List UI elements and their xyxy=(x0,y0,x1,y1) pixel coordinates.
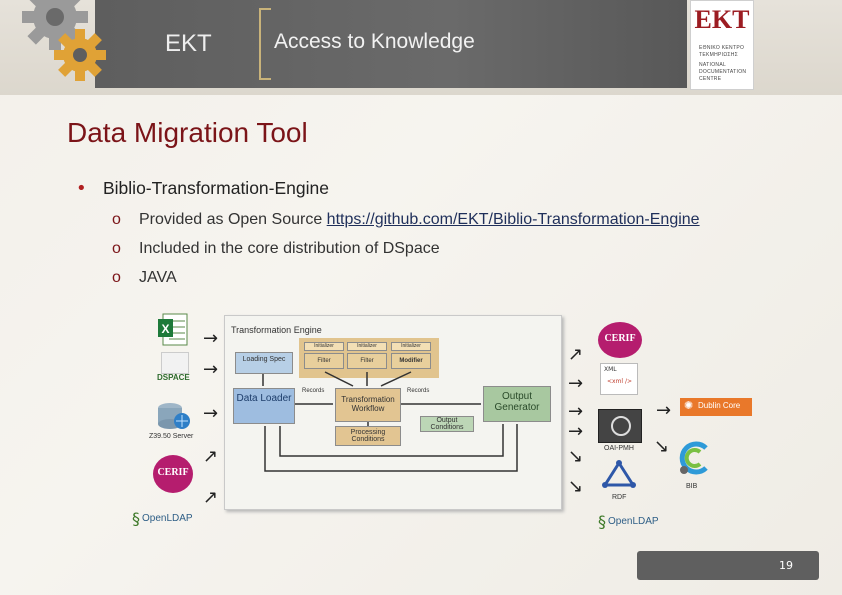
sub-bullet: o Provided as Open Source https://github.… xyxy=(112,211,700,229)
cerif-logo: CERIF xyxy=(153,455,193,493)
filter-box: Filter xyxy=(347,353,387,369)
arrow-icon: ↗ xyxy=(203,446,219,467)
openldap-logo: § OpenLDAP xyxy=(132,509,198,529)
sub-bullet-marker: o xyxy=(112,269,121,286)
logo-line: ΕΘΝΙΚΟ ΚΕΝΤΡΟ xyxy=(699,45,745,51)
sub-bullet: o JAVA xyxy=(112,269,177,287)
github-link[interactable]: https://github.com/EKT/Biblio-Transforma… xyxy=(326,211,700,228)
dspace-logo: DSPACE xyxy=(155,350,195,386)
rdf-icon xyxy=(602,460,636,488)
filter-box: Filter xyxy=(304,353,344,369)
records-label: Records xyxy=(407,388,430,394)
org-name: EKT xyxy=(165,30,212,57)
rdf-label: RDF xyxy=(612,494,627,501)
dublin-core-logo: ✺ Dublin Core xyxy=(680,398,752,416)
excel-icon: X xyxy=(158,313,188,346)
page-number: 19 xyxy=(779,559,793,572)
cerif-label: CERIF xyxy=(157,467,189,478)
openldap-icon: § xyxy=(132,509,140,528)
initializer-box: Initializer xyxy=(304,342,344,351)
logo-letters: EKT xyxy=(694,5,750,34)
arrow-icon: → xyxy=(568,373,584,394)
arrow-icon: ↗ xyxy=(568,344,584,365)
arrow-icon: → xyxy=(203,359,219,380)
processing-conditions-box: Processing Conditions xyxy=(335,426,401,446)
logo-line: DOCUMENTATION xyxy=(699,69,747,75)
bullet-text: Biblio-Transformation-Engine xyxy=(103,178,329,198)
page-number-bar: 19 xyxy=(637,551,819,580)
ekt-logo: EKT ΕΘΝΙΚΟ ΚΕΝΤΡΟ ΤΕΚΜΗΡΙΩΣΗΣ NATIONAL D… xyxy=(690,0,754,90)
diagram-connectors xyxy=(262,371,518,472)
header-bracket xyxy=(259,8,271,80)
arrow-icon: ↘ xyxy=(568,446,584,467)
records-label: Records xyxy=(302,388,325,394)
dublin-core-label: Dublin Core xyxy=(698,401,741,410)
dspace-logo-graphic xyxy=(161,352,189,374)
oai-pmh-label: OAI-PMH xyxy=(604,445,634,452)
cerif-label: CERIF xyxy=(604,333,636,344)
xml-tag: <xml /> xyxy=(607,378,633,385)
sub-bullet-text: Provided as Open Source xyxy=(139,211,327,228)
diagram-title: Transformation Engine xyxy=(231,325,322,335)
sub-bullet-marker: o xyxy=(112,211,121,228)
sub-bullet-text: JAVA xyxy=(139,269,177,286)
xml-file-icon: XML <xml /> xyxy=(600,363,638,395)
dublin-core-icon: ✺ xyxy=(684,399,694,412)
arrow-icon: ↘ xyxy=(568,476,584,497)
transformation-engine-diagram: Transformation Engine Initializer Initia… xyxy=(224,315,562,510)
bibtex-icon xyxy=(679,441,708,475)
openldap-logo: § OpenLDAP xyxy=(598,512,664,532)
gear-icon xyxy=(22,0,88,50)
bullet-marker: • xyxy=(76,178,87,199)
bibtex-label: BIB xyxy=(686,483,698,490)
openldap-label: OpenLDAP xyxy=(608,516,659,527)
oai-pmh-icon xyxy=(598,409,642,443)
cerif-logo: CERIF xyxy=(598,322,642,358)
svg-text:X: X xyxy=(161,322,169,336)
initializer-box: Initializer xyxy=(347,342,387,351)
output-conditions-box: Output Conditions xyxy=(420,416,474,432)
oai-pmh-graphic xyxy=(611,416,631,436)
arrow-icon: → xyxy=(568,421,584,442)
z3950-label: Z39.50 Server xyxy=(149,433,194,440)
sub-bullet-text: Included in the core distribution of DSp… xyxy=(139,240,440,257)
initializer-box: Initializer xyxy=(391,342,431,351)
logo-line: CENTRE xyxy=(699,76,722,82)
arrow-icon: → xyxy=(203,328,219,349)
gear-icon xyxy=(54,29,106,81)
output-generator-box: Output Generator xyxy=(483,386,551,422)
arrow-icon: → xyxy=(203,403,219,424)
arrow-icon: → xyxy=(656,400,672,421)
logo-line: NATIONAL xyxy=(699,62,727,68)
arrow-icon: → xyxy=(568,401,584,422)
modifier-box: Modifier xyxy=(391,353,431,369)
openldap-label: OpenLDAP xyxy=(142,513,193,524)
arrow-icon: ↗ xyxy=(203,487,219,508)
data-loader-box: Data Loader xyxy=(233,388,295,424)
logo-line: ΤΕΚΜΗΡΙΩΣΗΣ xyxy=(699,52,739,58)
database-icon xyxy=(158,403,190,429)
header-tagline: Access to Knowledge xyxy=(274,30,475,53)
header-banner xyxy=(95,0,687,88)
loading-spec-box: Loading Spec xyxy=(235,352,293,374)
sub-bullet-marker: o xyxy=(112,240,121,257)
transformation-workflow-box: Transformation Workflow xyxy=(335,388,401,422)
arrow-icon: ↘ xyxy=(654,436,670,457)
openldap-icon: § xyxy=(598,512,606,531)
dspace-label: DSPACE xyxy=(157,373,190,382)
slide-title: Data Migration Tool xyxy=(67,117,308,148)
sub-bullet: o Included in the core distribution of DS… xyxy=(112,240,440,258)
xml-label: XML xyxy=(604,366,617,373)
